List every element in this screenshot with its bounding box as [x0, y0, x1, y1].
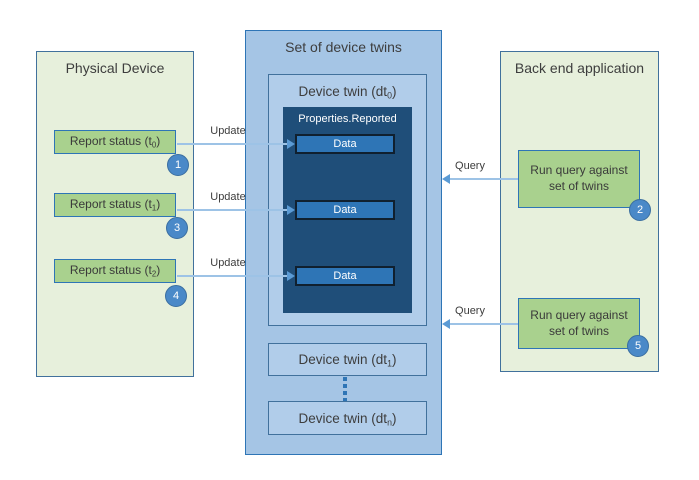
backend-application-title: Back end application [514, 60, 645, 76]
report-status-label-0: Report status (t0) [70, 134, 160, 150]
subscript: 1 [151, 203, 157, 213]
step-badge-3: 3 [166, 217, 188, 239]
subscript: n [387, 417, 392, 428]
label-text: ) [156, 134, 161, 149]
run-query-line2: set of twins [548, 179, 610, 193]
update-label-0: Update [210, 125, 246, 137]
label-text: ) [391, 352, 397, 367]
label-text: Report status (t [69, 134, 152, 149]
device-twin-n-box: Device twin (dtn) [268, 401, 427, 435]
label-text: Device twin (dt [298, 410, 388, 426]
report-status-label-1: Report status (t1) [70, 197, 160, 213]
step-badge-2: 2 [629, 199, 651, 221]
update-label-1: Update [210, 191, 246, 203]
report-status-box-1: Report status (t1) [54, 193, 176, 217]
data-box-2: Data [295, 266, 395, 286]
update-arrow-line-1 [177, 209, 287, 211]
query-arrow-line-0 [450, 178, 518, 180]
update-label-2: Update [210, 257, 246, 269]
data-box-1: Data [295, 200, 395, 220]
query-arrowhead-icon-0 [442, 174, 450, 184]
update-arrowhead-icon-0 [287, 139, 295, 149]
run-query-box-1: Run query against set of twins [518, 298, 640, 349]
update-arrowhead-icon-2 [287, 271, 295, 281]
subscript: 2 [151, 269, 157, 279]
run-query-line2: set of twins [548, 323, 610, 338]
subscript: 0 [387, 90, 392, 101]
label-text: ) [391, 84, 397, 99]
step-badge-1: 1 [167, 154, 189, 176]
label-text: ) [391, 410, 397, 426]
device-twin-1-box: Device twin (dt1) [268, 343, 427, 376]
query-label-1: Query [455, 305, 485, 317]
device-twin-n-title: Device twin (dtn) [298, 410, 397, 428]
run-query-line1: Run query against [530, 163, 628, 178]
report-status-box-0: Report status (t0) [54, 130, 176, 154]
label-text: ) [156, 197, 161, 212]
query-arrowhead-icon-1 [442, 319, 450, 329]
physical-device-title: Physical Device [65, 60, 165, 76]
report-status-box-2: Report status (t2) [54, 259, 176, 283]
update-arrow-line-0 [177, 143, 287, 145]
step-badge-4: 4 [165, 285, 187, 307]
label-text: ) [156, 263, 161, 278]
subscript: 0 [151, 140, 157, 150]
report-status-label-2: Report status (t2) [70, 263, 160, 279]
update-arrowhead-icon-1 [287, 205, 295, 215]
run-query-box-0: Run query against set of twins [518, 150, 640, 208]
query-arrow-line-1 [450, 323, 518, 325]
properties-reported-title: Properties.Reported [298, 113, 397, 125]
query-label-0: Query [455, 160, 485, 172]
label-text: Device twin (dt [298, 84, 388, 99]
step-badge-5: 5 [627, 335, 649, 357]
device-twin-1-title: Device twin (dt1) [298, 352, 397, 369]
label-text: Report status (t [69, 263, 152, 278]
data-box-0: Data [295, 134, 395, 154]
ellipsis-dots-icon [343, 377, 347, 402]
label-text: Report status (t [69, 197, 152, 212]
device-twin-0-title: Device twin (dt0) [269, 84, 426, 101]
set-of-device-twins-title: Set of device twins [285, 39, 402, 55]
run-query-line1: Run query against [530, 307, 628, 322]
label-text: Device twin (dt [298, 352, 388, 367]
update-arrow-line-2 [177, 275, 287, 277]
subscript: 1 [387, 358, 392, 369]
